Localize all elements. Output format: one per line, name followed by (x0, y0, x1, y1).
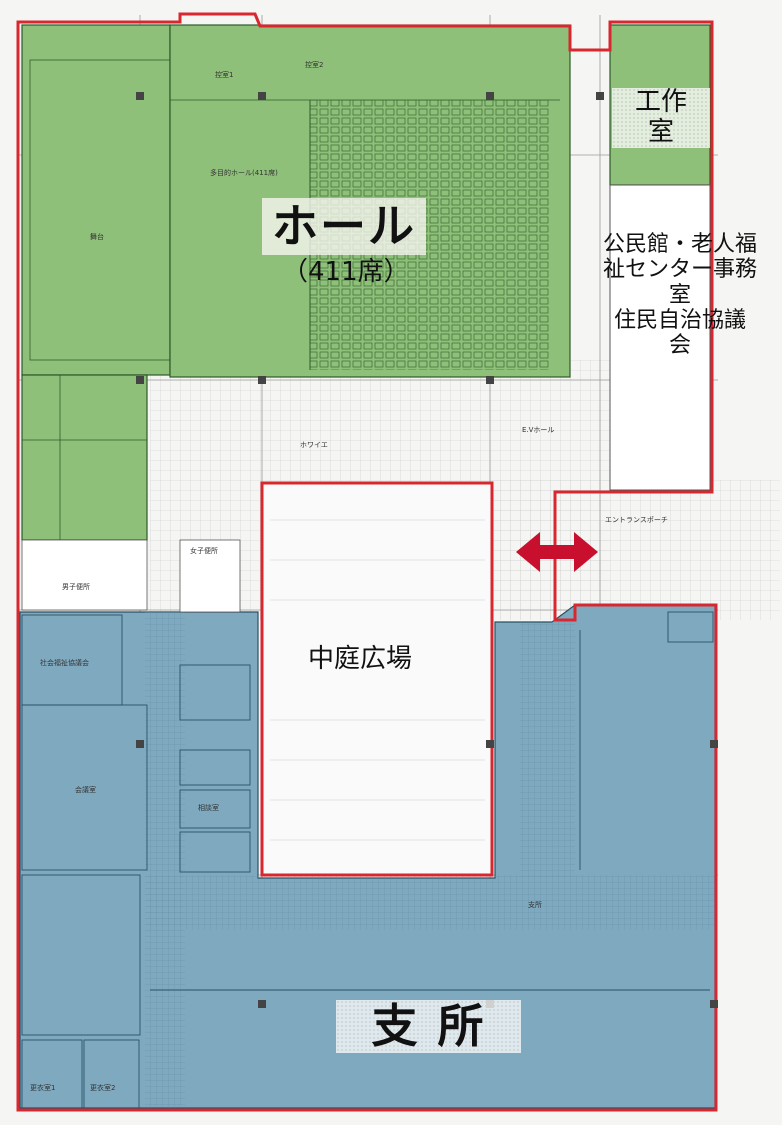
courtyard-area (260, 481, 494, 877)
courtyard-hatch (270, 519, 485, 841)
entrance-arrow (516, 532, 598, 572)
office-label-line3: 室 (668, 282, 691, 308)
stage-label: 舞台 (90, 233, 104, 241)
hall-label: ホール (262, 198, 426, 255)
site-outline (16, 12, 718, 1112)
office-label-line1: 公民館・老人福 (602, 232, 757, 257)
entrance-porch-label: エントランスポーチ (605, 516, 668, 524)
multi-hall-label: 多目的ホール(411席) (210, 169, 278, 177)
green-room2-label: 控室2 (305, 61, 324, 69)
courtyard-label: 中庭広場 (308, 644, 413, 674)
branch-zone (19, 604, 716, 1109)
locker2-label: 更衣室2 (90, 1084, 116, 1092)
office-label-line4: 住民自治協議 (613, 307, 746, 333)
office-label-line2: 祉センター事務 (602, 257, 757, 283)
womens-toilet-label: 女子便所 (190, 547, 218, 555)
workshop-label-line2: 室 (647, 116, 674, 147)
meeting-room-label: 会議室 (75, 786, 96, 794)
restrooms (21, 539, 241, 613)
ev-hall-label: E.Vホール (522, 426, 555, 434)
workshop-label-line1: 工作 (634, 87, 687, 117)
hall-seats-label: （411席） (282, 257, 410, 287)
mens-toilet-label: 男子便所 (62, 583, 90, 591)
workshop-label: 工作 室 (612, 87, 710, 148)
office-label: 公民館・老人福 祉センター事務 室 住民自治協議 会 (580, 232, 780, 358)
branch-office-small-label: 支所 (528, 901, 542, 909)
council-label: 相談室 (198, 804, 219, 812)
green-room1-label: 控室1 (215, 71, 234, 79)
foyer-label: ホワイエ (300, 441, 328, 449)
locker1-label: 更衣室1 (30, 1084, 56, 1092)
office-block (609, 184, 711, 491)
soc-welfare-label: 社会福祉協議会 (40, 659, 89, 667)
branch-label: 支 所 (336, 1000, 521, 1053)
office-label-line5: 会 (668, 333, 691, 359)
